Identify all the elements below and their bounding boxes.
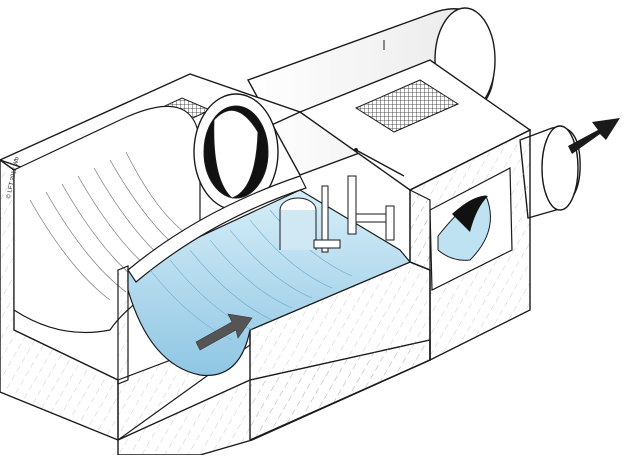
water-channel (127, 175, 411, 377)
outlet-pipe (519, 125, 581, 219)
control-box (298, 59, 532, 362)
inflow-arrow-icon (195, 313, 253, 351)
main-chamber (0, 73, 431, 456)
outflow-arrow-icon (568, 118, 620, 154)
